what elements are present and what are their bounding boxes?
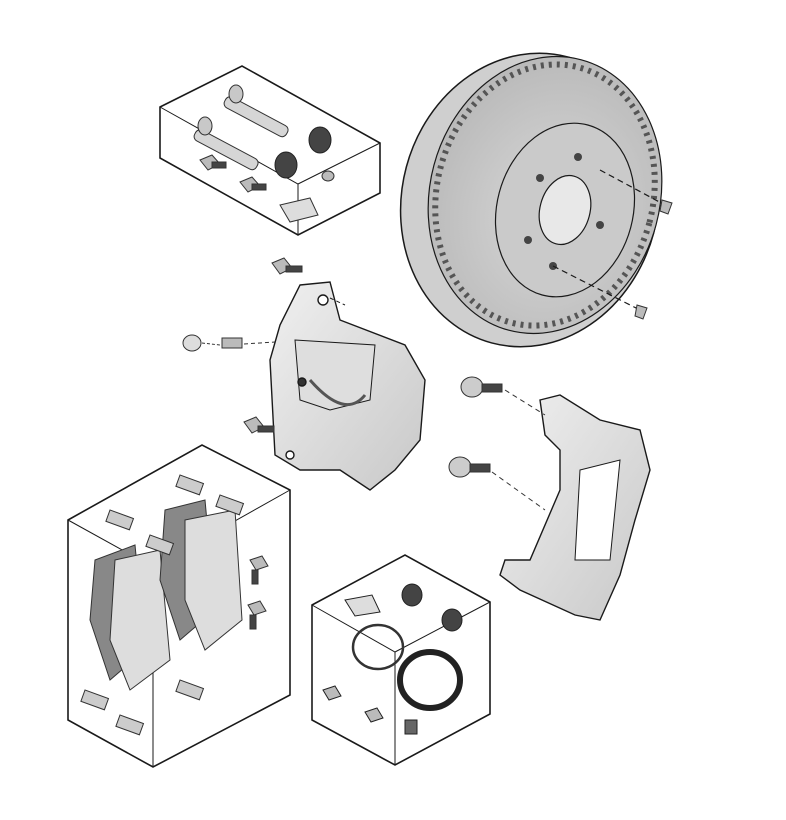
seal-kit-parts: [322, 583, 463, 735]
brake-pads-box: [67, 444, 291, 768]
guide-pin: [193, 84, 289, 171]
brake-pad: [89, 499, 243, 691]
o-ring: [351, 623, 405, 671]
piston-seal: [397, 649, 463, 711]
bleed-valve: [182, 334, 276, 352]
bracket-bolt: [448, 376, 546, 511]
bushing: [274, 126, 332, 179]
pad-bolt: [247, 555, 269, 630]
brake-caliper: [269, 281, 426, 491]
caliper-bracket: [499, 394, 651, 621]
bolt: [199, 154, 335, 223]
disc-screw: [634, 199, 673, 320]
seal-kit-box: [311, 554, 491, 766]
brake-disc: [399, 52, 673, 348]
caliper-bolt: [243, 257, 303, 434]
guide-pin-kit-box: [159, 65, 381, 236]
pad-clip: [80, 474, 245, 736]
